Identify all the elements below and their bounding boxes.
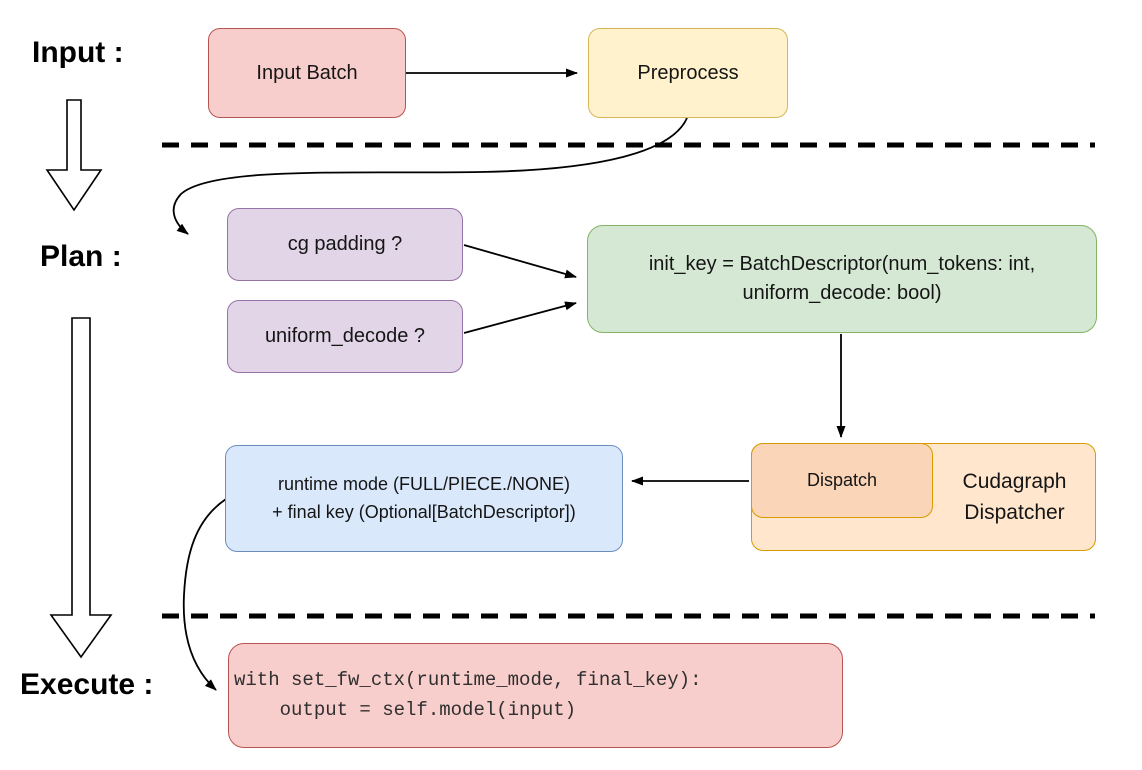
- node-cg-padding: cg padding ?: [227, 208, 463, 281]
- node-input-batch: Input Batch: [208, 28, 406, 118]
- cudagraph-dispatcher-line1: Cudagraph: [962, 469, 1067, 493]
- connector-uniform-decode-to-init-key: [463, 301, 577, 334]
- node-runtime-mode-line1: runtime mode (FULL/PIECE./NONE): [277, 473, 571, 494]
- node-preprocess: Preprocess: [588, 28, 788, 118]
- node-input-batch-label: Input Batch: [256, 61, 358, 84]
- node-uniform-decode-label: uniform_decode ?: [264, 325, 426, 347]
- connector-cg-padding-to-init-key: [463, 244, 577, 279]
- node-execute-code: with set_fw_ctx(runtime_mode, final_key)…: [228, 643, 843, 748]
- node-preprocess-label: Preprocess: [637, 61, 739, 84]
- node-init-key: init_key = BatchDescriptor(num_tokens: i…: [587, 225, 1097, 333]
- stage-label-execute: Execute :: [20, 668, 154, 701]
- cudagraph-dispatcher-line2: Dispatcher: [964, 501, 1065, 524]
- execute-code-line2: output = self.model(input): [234, 698, 577, 721]
- execute-code-line1: with set_fw_ctx(runtime_mode, final_key)…: [234, 669, 702, 692]
- node-runtime-mode-line2: + final key (Optional[BatchDescriptor]): [272, 501, 576, 522]
- stage-label-plan: Plan :: [40, 240, 122, 273]
- node-dispatch: Dispatch: [751, 443, 933, 518]
- node-dispatch-label: Dispatch: [806, 470, 878, 491]
- connector-preprocess-to-cg-padding: [172, 117, 688, 235]
- connector-runtime-mode-to-execute: [182, 498, 227, 691]
- node-uniform-decode: uniform_decode ?: [227, 300, 463, 373]
- stage-label-input: Input :: [32, 36, 124, 69]
- execute-code-block: with set_fw_ctx(runtime_mode, final_key)…: [229, 666, 701, 725]
- node-init-key-line1: init_key = BatchDescriptor(num_tokens: i…: [648, 253, 1036, 275]
- stage-arrow-input-to-plan-icon: [45, 99, 103, 212]
- stage-arrow-plan-to-execute-icon: [49, 317, 113, 659]
- node-runtime-mode: runtime mode (FULL/PIECE./NONE) + final …: [225, 445, 623, 552]
- node-cg-padding-label: cg padding ?: [287, 233, 403, 255]
- node-init-key-line2: uniform_decode: bool): [742, 282, 942, 304]
- cudagraph-dispatcher-label: Cudagraph Dispatcher: [934, 444, 1095, 550]
